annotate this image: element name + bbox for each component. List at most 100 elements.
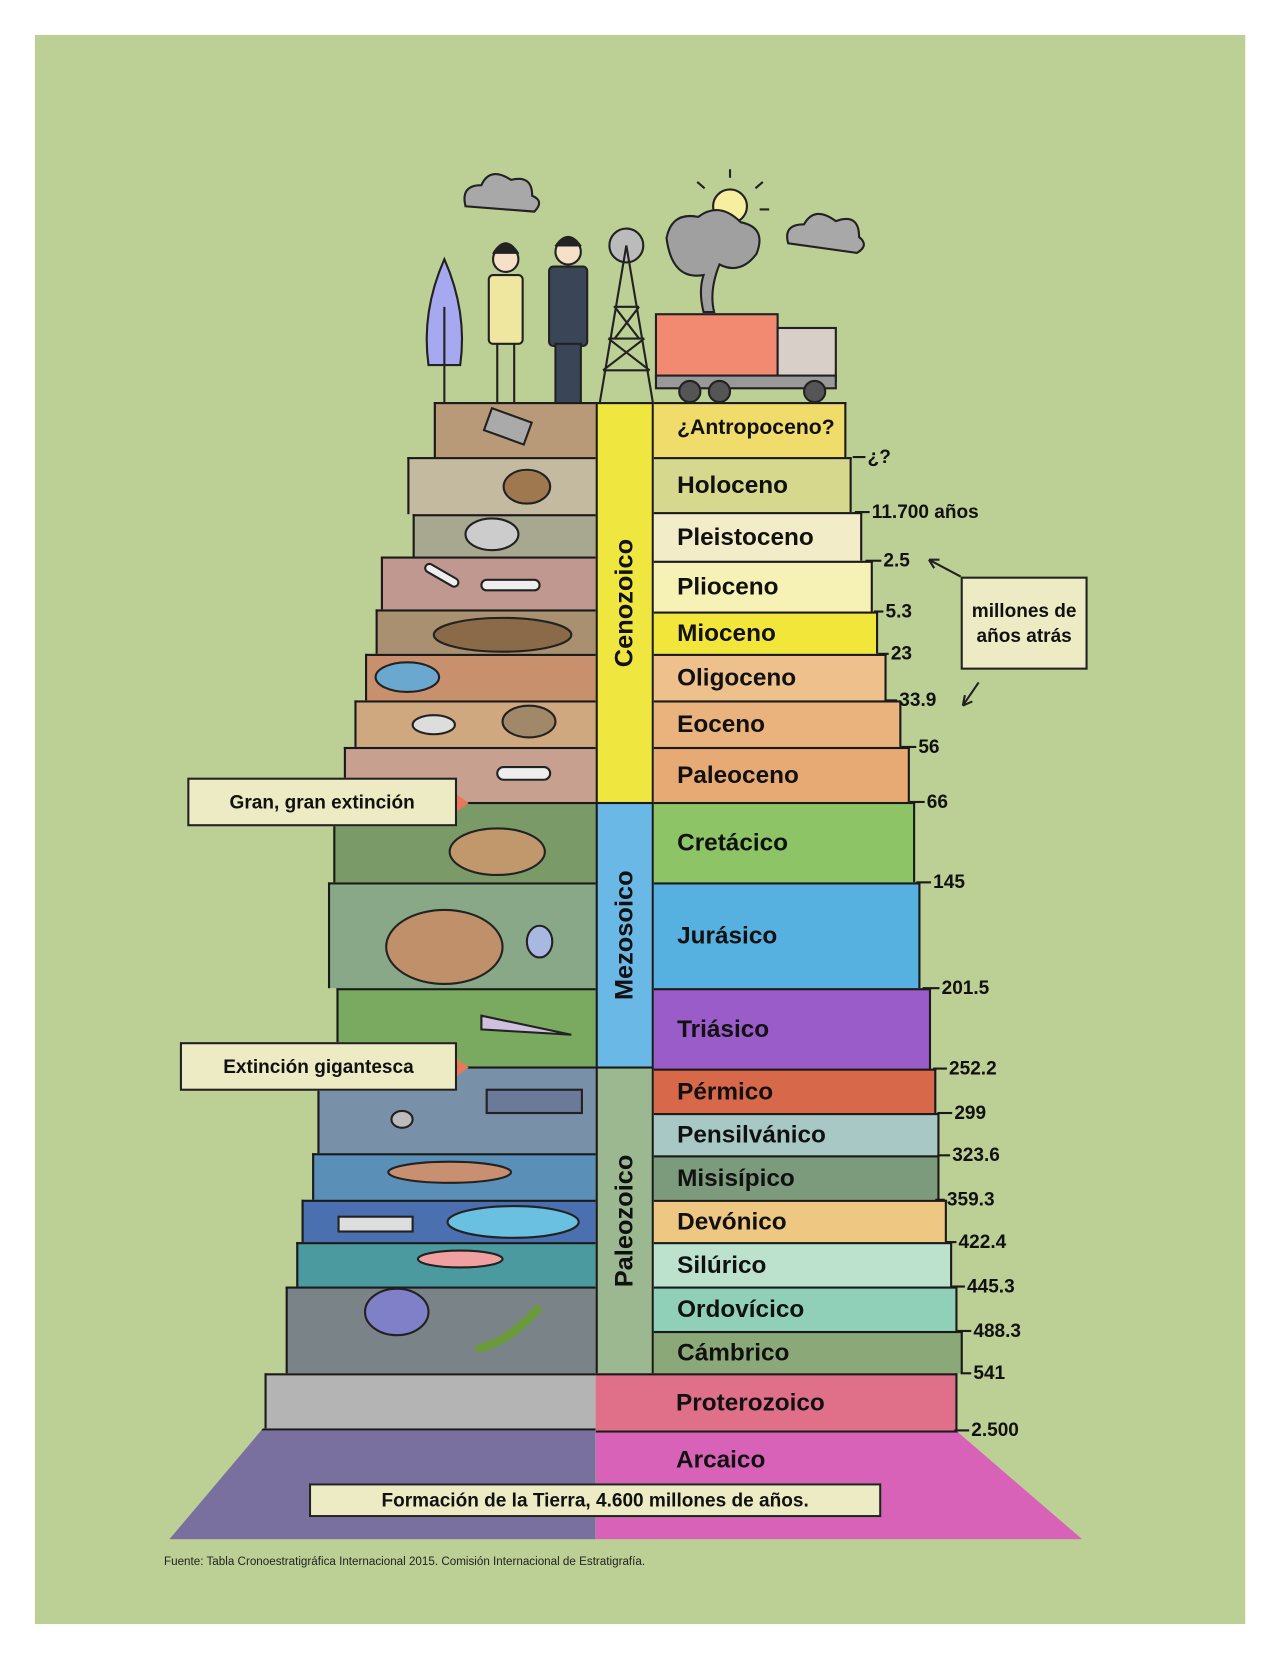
period-band: Cámbrico bbox=[653, 1330, 963, 1374]
bone-icon bbox=[424, 562, 460, 588]
period-label: Cámbrico bbox=[677, 1338, 790, 1366]
smoke-illustration bbox=[665, 209, 761, 314]
period-label: Oligoceno bbox=[677, 663, 797, 691]
era-band: Paleozoico bbox=[595, 1066, 654, 1374]
earth-formation-label: Formación de la Tierra, 4.600 millones d… bbox=[308, 1483, 882, 1518]
windmill-illustration bbox=[598, 227, 654, 403]
boundary-age-label: 2.5 bbox=[883, 549, 910, 571]
tree-illustration bbox=[425, 256, 464, 403]
sea-scorpion-icon bbox=[416, 1249, 504, 1269]
boundary-age-label: 488.3 bbox=[973, 1319, 1022, 1342]
worm-icon bbox=[475, 1303, 543, 1354]
boundary-age-label: 323.6 bbox=[952, 1144, 1000, 1166]
rock-layer bbox=[407, 457, 596, 515]
period-label: Cretácico bbox=[677, 828, 789, 856]
boundary-age-label: 201.5 bbox=[941, 977, 990, 999]
period-label: Eoceno bbox=[677, 709, 766, 738]
era-label: Cenozoico bbox=[609, 538, 639, 668]
bone-icon bbox=[496, 765, 552, 781]
fossils-illustration bbox=[337, 406, 583, 1354]
boundary-tick bbox=[916, 881, 932, 884]
period-label: Jurásico bbox=[677, 921, 778, 950]
fish-icon bbox=[446, 1205, 580, 1239]
period-label: Misisípico bbox=[677, 1163, 795, 1192]
arrows-icon bbox=[928, 558, 980, 707]
boundary-tick bbox=[873, 610, 884, 613]
era-label: Paleozoico bbox=[609, 1154, 639, 1288]
period-band: ¿Antropoceno? bbox=[653, 402, 847, 458]
skull-fossil-icon bbox=[374, 661, 441, 693]
boundary-tick bbox=[854, 511, 870, 514]
period-band: Ordovícico bbox=[653, 1286, 958, 1331]
shell-icon bbox=[390, 1109, 414, 1129]
period-label: Plioceno bbox=[677, 572, 779, 600]
boundary-tick bbox=[952, 1285, 965, 1288]
boundary-age-label: 541 bbox=[973, 1362, 1006, 1384]
rock-layer bbox=[264, 1373, 596, 1429]
boundary-age-label: 299 bbox=[954, 1101, 987, 1124]
man-illustration bbox=[548, 235, 589, 406]
crinoid-icon bbox=[485, 1088, 583, 1115]
period-label: ¿Antropoceno? bbox=[677, 415, 835, 440]
boundary-age-label: 33.9 bbox=[899, 689, 937, 711]
boundary-tick bbox=[933, 1067, 947, 1070]
bone-icon bbox=[480, 578, 541, 592]
trex-skull-icon bbox=[385, 908, 504, 985]
boundary-age-label: 359.3 bbox=[946, 1188, 995, 1210]
era-band: Cenozoico bbox=[595, 402, 654, 802]
rock-layer bbox=[285, 1286, 596, 1374]
shell-icon bbox=[525, 924, 554, 959]
period-label: Paleoceno bbox=[677, 760, 799, 789]
boundary-age-label: 66 bbox=[926, 790, 949, 813]
boundary-tick bbox=[956, 1329, 972, 1333]
extinction-label-kt: Gran, gran extinción bbox=[187, 777, 458, 827]
units-note: millones de años atrás bbox=[960, 576, 1088, 670]
boundary-tick bbox=[954, 1429, 970, 1432]
skull-fossil-icon bbox=[501, 704, 557, 739]
rock-layer bbox=[380, 556, 596, 610]
boundary-tick bbox=[945, 1241, 957, 1244]
period-label: Silúrico bbox=[677, 1250, 767, 1279]
boundary-tick bbox=[960, 1372, 972, 1375]
boundary-tick bbox=[922, 987, 940, 990]
period-band: Pensilvánico bbox=[653, 1113, 940, 1156]
truck-illustration bbox=[654, 313, 837, 404]
period-band: Cretácico bbox=[653, 801, 916, 883]
period-label: Mioceno bbox=[677, 618, 776, 647]
cloud-icon bbox=[463, 173, 865, 254]
surface-scene-illustration bbox=[425, 169, 865, 406]
skull-fossil-icon bbox=[432, 616, 573, 653]
period-band: Jurásico bbox=[653, 882, 921, 989]
boundary-tick bbox=[909, 800, 925, 804]
period-band: Misisípico bbox=[653, 1155, 940, 1200]
boundary-age-label: 445.3 bbox=[967, 1275, 1015, 1297]
boundary-age-label: 422.4 bbox=[958, 1230, 1007, 1253]
fin-fossil-icon bbox=[337, 1215, 414, 1233]
period-band: Plioceno bbox=[653, 560, 873, 612]
period-label: Holoceno bbox=[677, 470, 788, 499]
boundary-tick bbox=[937, 1154, 951, 1157]
boundary-age-label: 11.700 años bbox=[871, 500, 979, 523]
period-label: Arcaico bbox=[676, 1445, 766, 1473]
period-label: Ordovícico bbox=[677, 1294, 805, 1323]
period-band: Mioceno bbox=[653, 611, 879, 654]
skull-fossil-icon bbox=[464, 517, 520, 552]
boundary-tick bbox=[901, 745, 917, 749]
boundary-age-label: 2.500 bbox=[971, 1419, 1019, 1441]
period-band: Pleistoceno bbox=[653, 512, 863, 561]
woman-illustration bbox=[487, 242, 524, 403]
pointer-icon bbox=[457, 794, 469, 812]
dinosaur-skull-icon bbox=[448, 827, 546, 877]
boundary-tick bbox=[878, 652, 889, 655]
period-band: Triásico bbox=[653, 988, 932, 1069]
boundary-tick bbox=[937, 1111, 953, 1115]
period-label: Triásico bbox=[677, 1014, 770, 1043]
period-band: Silúrico bbox=[653, 1242, 953, 1287]
boundary-age-label: 252.2 bbox=[949, 1057, 997, 1079]
period-band: Devónico bbox=[653, 1199, 947, 1243]
boundary-age-label: 56 bbox=[918, 735, 940, 757]
period-band: Holoceno bbox=[653, 457, 852, 513]
period-band: Proterozoico bbox=[595, 1373, 958, 1431]
source-note: Fuente: Tabla Cronoestratigráfica Intern… bbox=[163, 1555, 646, 1568]
